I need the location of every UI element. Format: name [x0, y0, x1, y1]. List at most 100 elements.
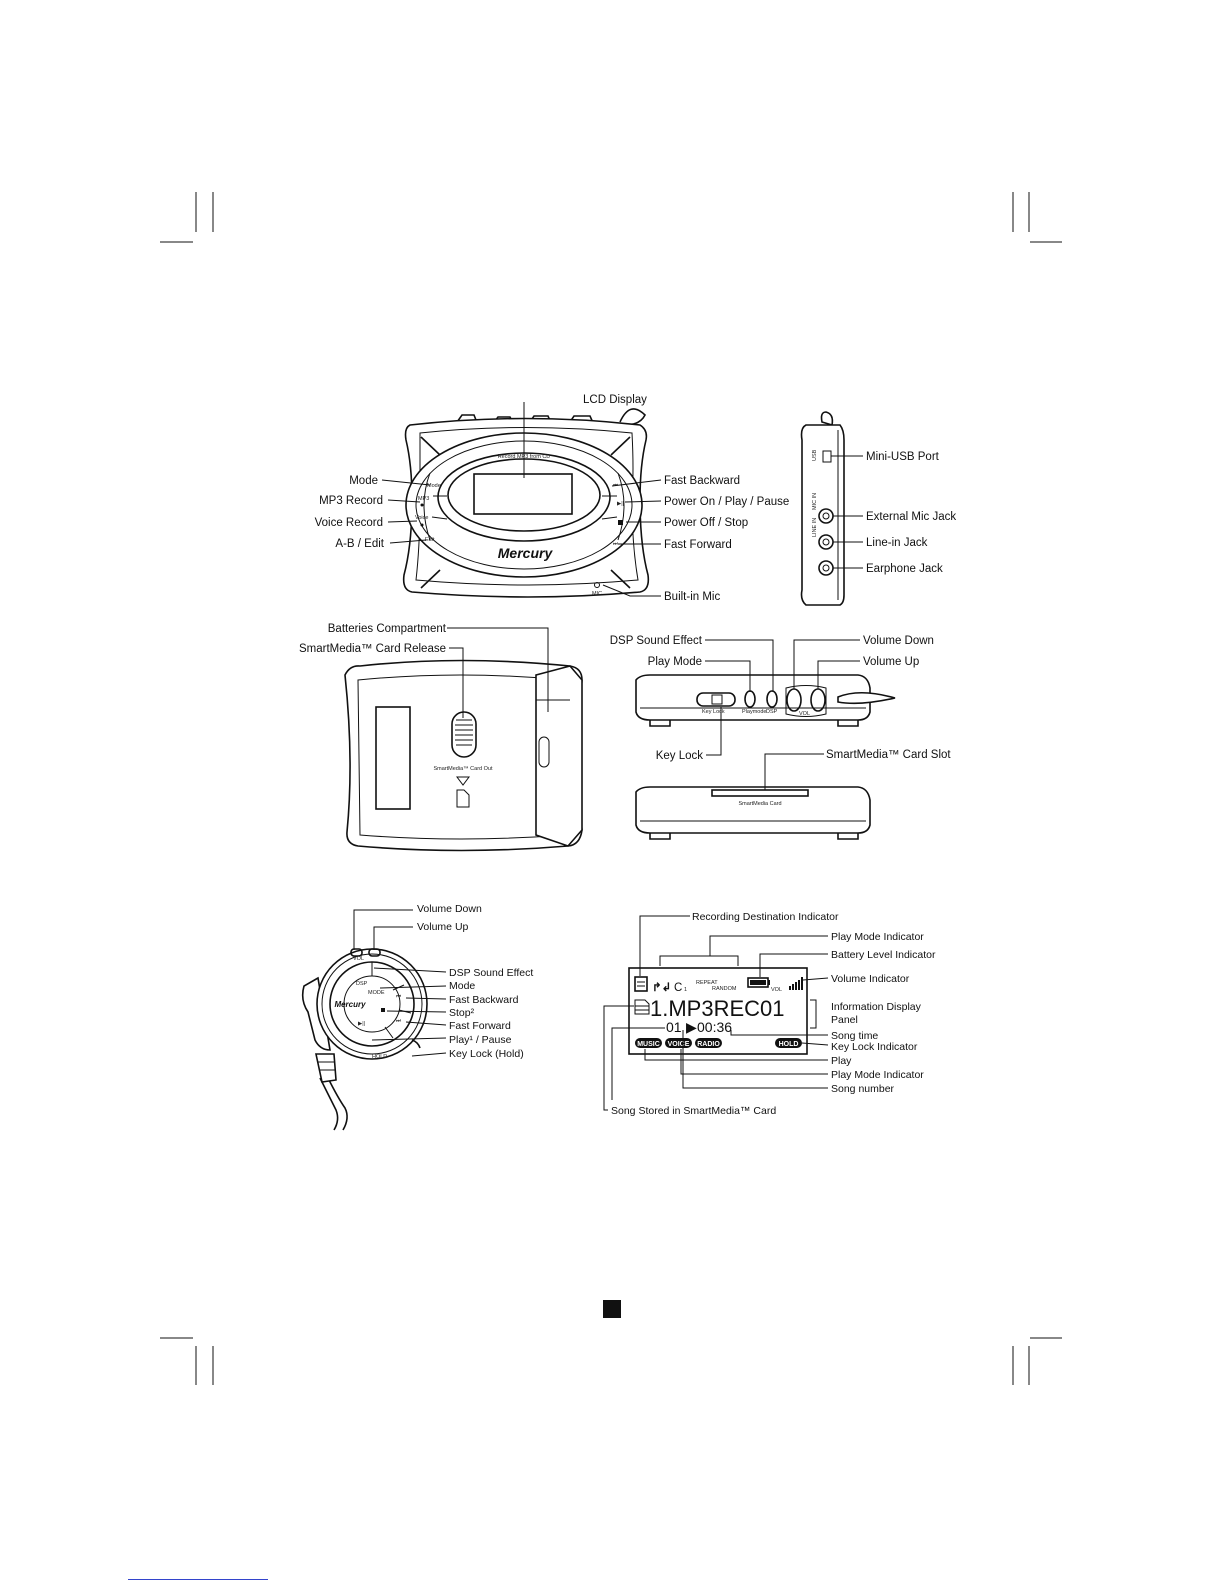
label-external-mic-jack: External Mic Jack	[866, 511, 956, 523]
footer-link-underline[interactable]	[128, 1579, 268, 1580]
label-info-display-panel-1: Information Display	[831, 1001, 922, 1013]
label-dsp-sound-effect: DSP Sound Effect	[610, 635, 703, 647]
usb-text: USB	[812, 449, 818, 461]
front-edit-button[interactable]: Edit	[425, 537, 435, 543]
slot-text: SmartMedia Card	[738, 801, 781, 807]
pill-hold: HOLD	[775, 1038, 802, 1048]
front-fast-forward-button[interactable]: ⏭	[613, 541, 618, 547]
label-play-mode-indicator-bottom: Play Mode Indicator	[831, 1069, 924, 1081]
label-play: Play	[831, 1055, 852, 1067]
label-play-mode-indicator-top: Play Mode Indicator	[831, 931, 924, 943]
remote-stop-button[interactable]	[381, 1008, 385, 1012]
remote-dsp-button[interactable]: DSP	[356, 981, 368, 987]
bottom-view-diagram: SmartMedia Card SmartMedia™ Card Slot	[635, 749, 951, 840]
repeat-text: REPEAT	[696, 980, 718, 986]
vol-text: VOL	[799, 711, 810, 717]
front-mp3-button[interactable]: MP3	[418, 496, 429, 507]
front-mode-button[interactable]: Mode	[427, 483, 441, 489]
label-key-lock-indicator: Key Lock Indicator	[831, 1041, 918, 1053]
file-icon	[634, 999, 650, 1015]
remote-label-fast-forward: Fast Forward	[449, 1020, 511, 1032]
card-destination-icon	[634, 976, 648, 992]
top-view-diagram: Key Lock Playmode DSP VOL DSP Sound Effe…	[610, 635, 934, 762]
label-ab-edit: A-B / Edit	[335, 538, 384, 550]
lcd-vol-text: VOL	[771, 987, 782, 993]
pill-voice: VOICE	[665, 1038, 692, 1048]
svg-text:VOICE: VOICE	[668, 1041, 690, 1048]
dsp-button[interactable]	[766, 690, 778, 708]
front-play-pause-button[interactable]: ▶||	[617, 501, 624, 507]
label-mini-usb-port: Mini-USB Port	[866, 451, 940, 463]
battery-icon	[747, 977, 770, 988]
volume-bars-icon	[789, 977, 803, 990]
svg-text:MP3: MP3	[418, 496, 429, 502]
svg-text:Voice: Voice	[415, 515, 428, 521]
card-icon	[456, 789, 470, 808]
svg-text:Mode: Mode	[427, 483, 441, 489]
label-mp3-record: MP3 Record	[319, 495, 383, 507]
page-number-block	[603, 1300, 621, 1318]
remote-label-key-lock-hold: Key Lock (Hold)	[449, 1048, 524, 1060]
back-view-diagram: SmartMedia™ Card Out Batteries Compartme…	[299, 623, 583, 852]
label-card-release: SmartMedia™ Card Release	[299, 643, 446, 655]
remote-label-dsp-sound-effect: DSP Sound Effect	[449, 967, 533, 979]
label-power-off-stop: Power Off / Stop	[664, 517, 748, 529]
label-volume-indicator: Volume Indicator	[831, 973, 910, 985]
label-volume-up: Volume Up	[863, 656, 919, 668]
remote-label-play-pause: Play¹ / Pause	[449, 1034, 512, 1046]
top-body	[635, 674, 871, 721]
label-play-mode: Play Mode	[648, 656, 702, 668]
svg-text:MUSIC: MUSIC	[637, 1041, 660, 1048]
label-key-lock: Key Lock	[656, 750, 704, 762]
pill-music: MUSIC	[635, 1038, 662, 1048]
label-song-number: Song number	[831, 1083, 895, 1095]
remote-mode-button[interactable]: MODE	[368, 990, 385, 996]
remote-fast-forward-button[interactable]: ⏭	[396, 1018, 401, 1024]
label-card-slot: SmartMedia™ Card Slot	[826, 749, 951, 761]
label-fast-backward: Fast Backward	[664, 475, 740, 487]
down-arrow-icon	[456, 776, 470, 786]
key-lock-switch[interactable]	[696, 692, 736, 707]
card-release-slider[interactable]	[451, 711, 477, 758]
remote-volume-down-button[interactable]	[350, 948, 363, 957]
front-view-diagram: Record MP3 from CD Mercury Mode MP3 Voic…	[315, 394, 790, 603]
battery-latch-icon[interactable]	[538, 736, 550, 768]
label-voice-record: Voice Record	[315, 517, 383, 529]
label-mode: Mode	[349, 475, 378, 487]
remote-vol-text: VOL	[353, 956, 364, 962]
remote-label-mode: Mode	[449, 980, 475, 992]
svg-text:⏭: ⏭	[613, 541, 618, 547]
remote-play-pause-button[interactable]: ▶||	[358, 1021, 365, 1027]
lcd-screen-diagram: ↱↲ C 1 REPEAT RANDOM VOL 1.MP3REC01 01 ▶…	[603, 911, 936, 1117]
front-stop-button[interactable]	[618, 520, 623, 525]
label-fast-forward: Fast Forward	[664, 539, 732, 551]
remote-hold-switch[interactable]	[411, 1039, 421, 1049]
front-lcd-screen	[473, 473, 573, 515]
svg-text:Edit: Edit	[425, 537, 435, 543]
label-info-display-panel-2: Panel	[831, 1014, 858, 1026]
lcd-play-icon: ▶	[686, 1019, 697, 1035]
lcd-song-time: 00:36	[697, 1019, 732, 1035]
lcd-screen-frame	[628, 967, 808, 1055]
card-slot[interactable]	[711, 789, 809, 797]
front-brand-logo: Mercury	[498, 545, 554, 561]
side-view-diagram: USB MIC IN LINE IN Mini-USB Port Externa…	[800, 411, 956, 606]
remote-hold-text: HOLD	[372, 1054, 387, 1060]
label-recording-destination: Recording Destination Indicator	[692, 911, 839, 923]
label-battery-level: Battery Level Indicator	[831, 949, 936, 961]
builtin-mic-icon	[594, 582, 600, 588]
remote-fast-backward-button[interactable]: ⏮	[396, 994, 401, 1000]
mic-text: MIC	[592, 591, 602, 597]
bottom-body	[635, 786, 871, 834]
lcd-song-title: 1.MP3REC01	[650, 996, 785, 1021]
label-batteries-compartment: Batteries Compartment	[328, 623, 447, 635]
label-line-in-jack: Line-in Jack	[866, 537, 928, 549]
card-out-text: SmartMedia™ Card Out	[434, 766, 493, 772]
mic-in-text: MIC IN	[812, 493, 818, 510]
front-voice-button[interactable]: Voice	[415, 515, 428, 527]
remote-label-volume-up: Volume Up	[417, 921, 469, 933]
label-song-stored: Song Stored in SmartMedia™ Card	[611, 1105, 776, 1117]
label-earphone-jack: Earphone Jack	[866, 563, 943, 575]
label-builtin-mic: Built-in Mic	[664, 591, 720, 603]
